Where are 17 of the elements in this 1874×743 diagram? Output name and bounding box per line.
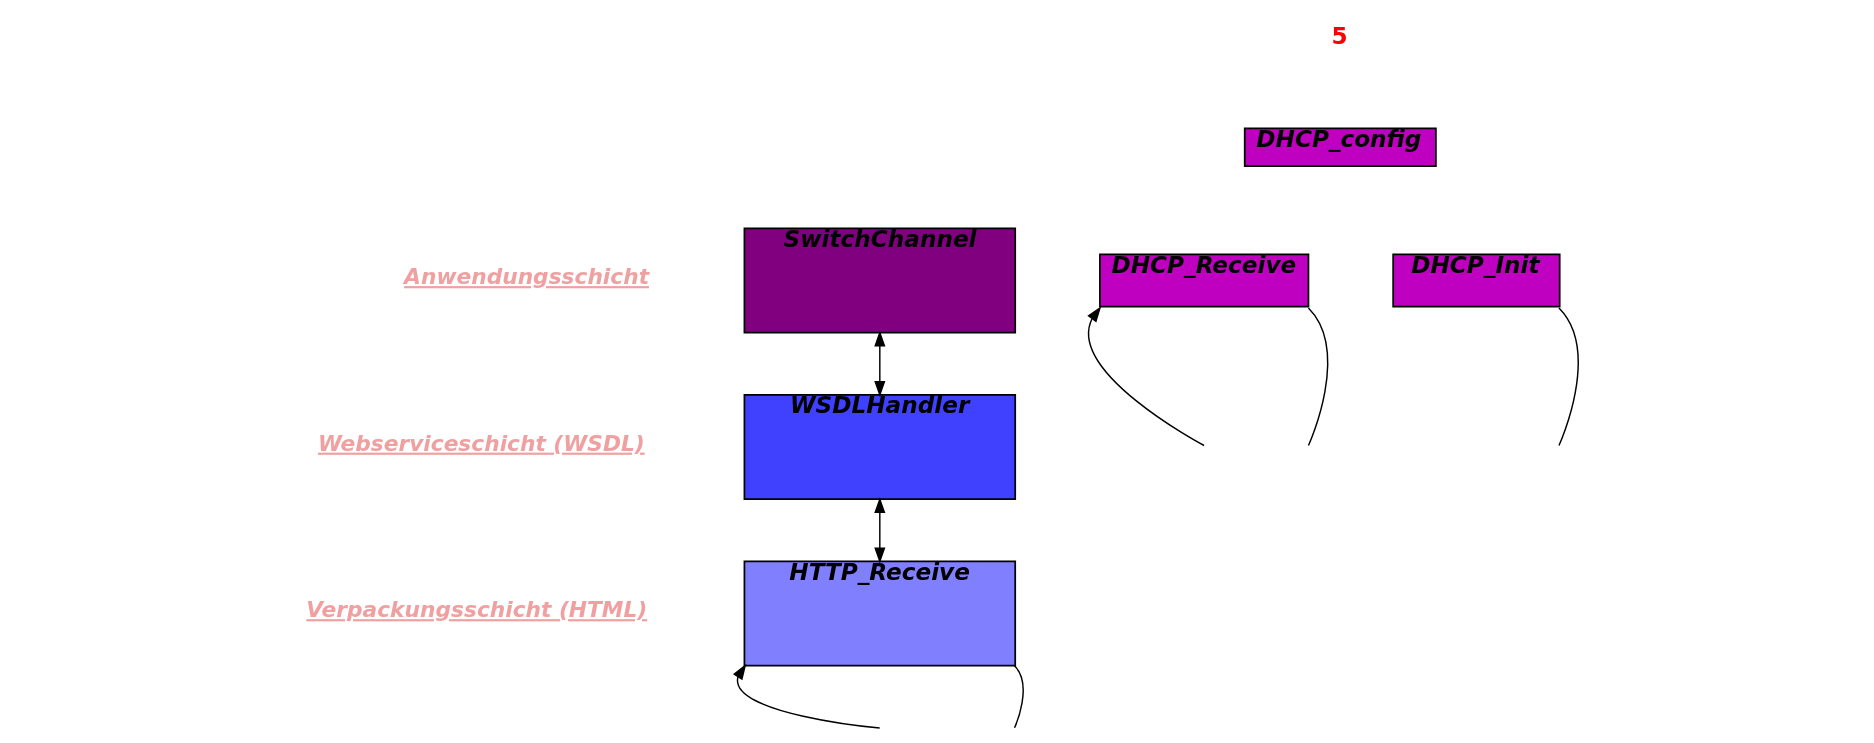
node-box: HTTP_Receive <box>743 560 1017 667</box>
connector <box>1558 307 1579 447</box>
node-box: SwitchChannel <box>743 227 1017 334</box>
label: 5 <box>1331 23 1348 50</box>
node-box: WSDLHandler <box>743 394 1017 500</box>
label: Webserviceschicht (WSDL) <box>317 430 645 456</box>
node-box: DHCP_config <box>1243 127 1437 167</box>
node-box: DHCP_Receive <box>1099 253 1310 308</box>
connector <box>1013 664 1024 729</box>
arrow <box>874 330 886 397</box>
label: Anwendungsschicht <box>404 264 650 290</box>
label: Verpackungsschicht (HTML) <box>306 597 648 623</box>
connector <box>1307 307 1329 447</box>
arrow <box>874 497 886 564</box>
arrow <box>1087 306 1205 447</box>
node-box: DHCP_Init <box>1392 253 1561 308</box>
arrow <box>733 663 881 729</box>
